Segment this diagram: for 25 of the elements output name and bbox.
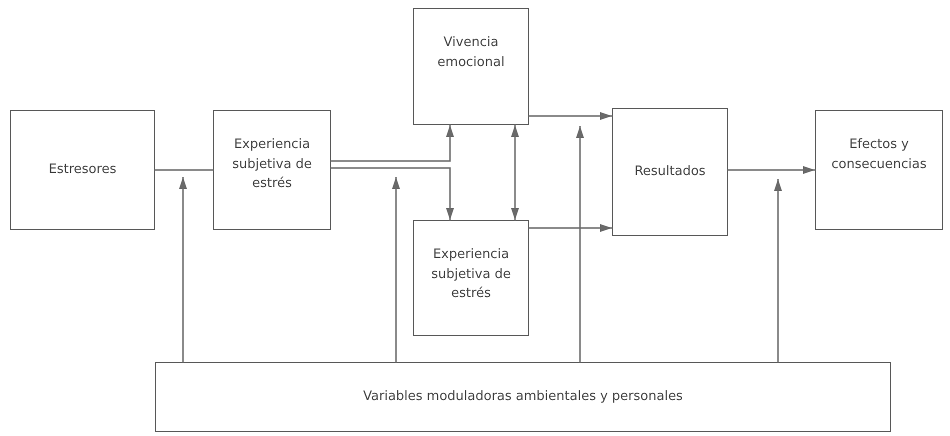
arrow xyxy=(179,177,187,362)
arrow xyxy=(576,126,584,362)
box-label: Resultados xyxy=(634,163,706,182)
box-label: Vivencia emocional xyxy=(436,34,506,72)
arrow xyxy=(728,166,815,174)
process-box xyxy=(413,220,529,336)
process-box xyxy=(155,362,891,432)
box-label: Efectos y consecuencias xyxy=(830,136,928,174)
arrow xyxy=(331,167,454,220)
arrow xyxy=(529,224,612,232)
box-label: Estresores xyxy=(48,161,116,180)
process-box xyxy=(10,110,155,230)
process-box xyxy=(612,108,728,236)
arrow xyxy=(511,125,519,220)
arrow xyxy=(529,112,612,120)
process-box xyxy=(413,8,529,125)
arrow xyxy=(331,125,454,162)
process-box xyxy=(213,110,331,230)
box-label: Variables moduladoras ambientales y personales xyxy=(363,388,683,406)
arrow xyxy=(392,177,400,362)
box-label: Experiencia subjetiva de estrés xyxy=(231,136,313,193)
arrow xyxy=(774,179,782,362)
box-label: Experiencia subjetiva de estrés xyxy=(430,246,512,303)
connector-line xyxy=(155,169,213,171)
process-box xyxy=(815,110,943,230)
